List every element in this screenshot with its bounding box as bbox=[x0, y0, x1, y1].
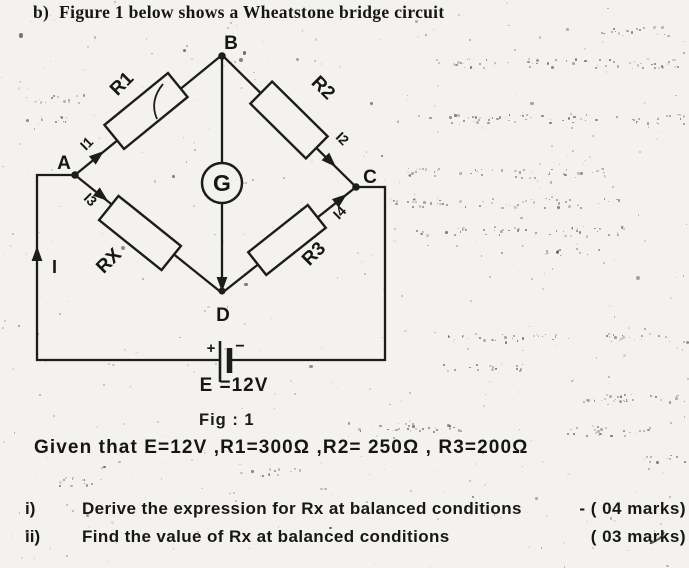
arrow-i4 bbox=[331, 194, 347, 208]
battery-minus-sign: − bbox=[235, 338, 244, 355]
r2-label: R2 bbox=[307, 72, 339, 104]
node-c-label: C bbox=[363, 167, 377, 188]
battery-label: E =12V bbox=[200, 375, 269, 396]
sub-question-i-text: Derive the expression for Rx at balanced… bbox=[82, 499, 522, 518]
wire-left-loop bbox=[35, 173, 221, 362]
sub-question-ii: ii) Find the value of Rx at balanced con… bbox=[25, 527, 686, 547]
sub-question-i-marks: - ( 04 marks) bbox=[579, 499, 686, 518]
resistor-r1 bbox=[102, 71, 190, 151]
sub-question-ii-numeral: ii) bbox=[25, 527, 41, 546]
rx-label: RX bbox=[92, 244, 126, 278]
node-c bbox=[352, 183, 360, 191]
given-values-line: Given that E=12V ,R1=300Ω ,R2= 250Ω , R3… bbox=[34, 437, 529, 458]
wire-right-loop bbox=[230, 185, 387, 362]
galvanometer bbox=[200, 161, 244, 205]
question-title: b) Figure 1 below shows a Wheatstone brid… bbox=[33, 2, 503, 23]
node-a-label: A bbox=[57, 153, 71, 174]
arrow-i1 bbox=[88, 151, 104, 165]
current-main-label: I bbox=[52, 257, 57, 277]
galvanometer-label: G bbox=[213, 170, 231, 196]
battery-plus-sign: + bbox=[207, 340, 216, 357]
sub-question-i: i) Derive the expression for Rx at balan… bbox=[25, 499, 686, 519]
node-b-label: B bbox=[224, 33, 238, 54]
r1-label: R1 bbox=[106, 68, 138, 100]
arrow-i3 bbox=[92, 187, 108, 201]
r1-pointer-mark bbox=[153, 83, 164, 120]
resistor-r2 bbox=[248, 79, 330, 161]
resistor-rx bbox=[97, 194, 183, 272]
sub-question-i-numeral: i) bbox=[25, 499, 36, 518]
node-b bbox=[218, 52, 226, 60]
node-d-label: D bbox=[216, 305, 230, 326]
current-i1-label: I1 bbox=[77, 134, 97, 154]
node-a bbox=[71, 171, 79, 179]
figure-caption: Fig : 1 bbox=[199, 411, 255, 429]
question-part-label: b) bbox=[33, 2, 50, 22]
current-i2-label: I2 bbox=[333, 129, 353, 149]
question-title-text: Figure 1 below shows a Wheatstone bridge… bbox=[59, 2, 445, 22]
sub-question-ii-marks: ( 03 marks) bbox=[590, 527, 686, 546]
sub-question-ii-text: Find the value of Rx at balanced conditi… bbox=[82, 527, 450, 546]
arrow-main-current bbox=[31, 246, 43, 261]
resistor-r3 bbox=[246, 203, 328, 277]
arrow-i2 bbox=[321, 152, 336, 167]
arrow-into-d bbox=[216, 277, 228, 292]
